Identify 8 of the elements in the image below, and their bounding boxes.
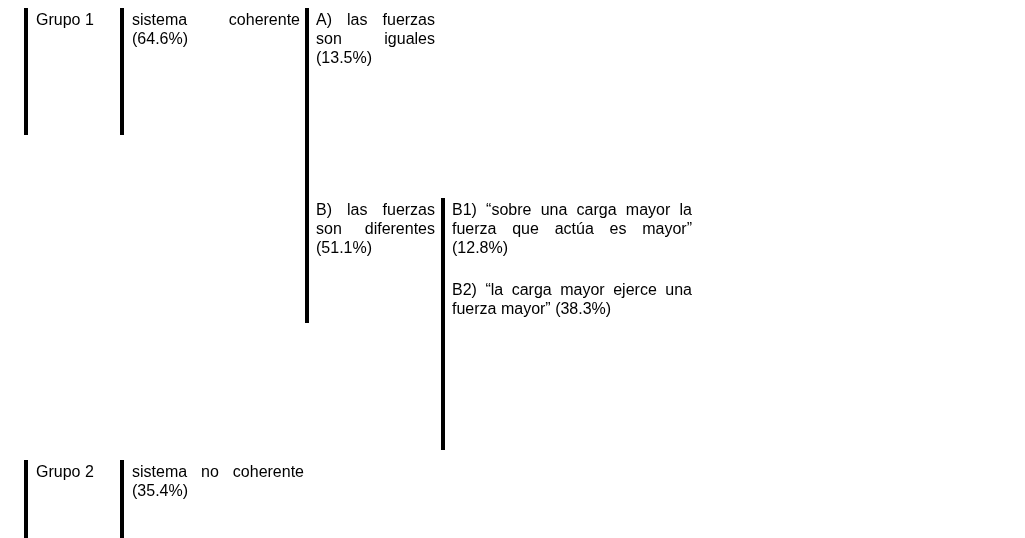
category-text: B1) “sobre una carga mayor la fuerza que actúa es mayor” (12.8%) xyxy=(452,200,692,257)
group-label: Grupo 2 xyxy=(36,462,95,481)
category-text: A) las fuerzas son iguales (13.5%) xyxy=(316,10,435,67)
category-text: sistema no coherente (35.4%) xyxy=(132,462,304,500)
category-text: B) las fuerzas son diferentes (51.1%) xyxy=(316,200,435,257)
category-text: B2) “la carga mayor ejerce una fuerza mayor” (38.3%) xyxy=(452,280,692,318)
group-label: Grupo 1 xyxy=(36,10,95,29)
category-text: sistema coherente (64.6%) xyxy=(132,10,300,48)
